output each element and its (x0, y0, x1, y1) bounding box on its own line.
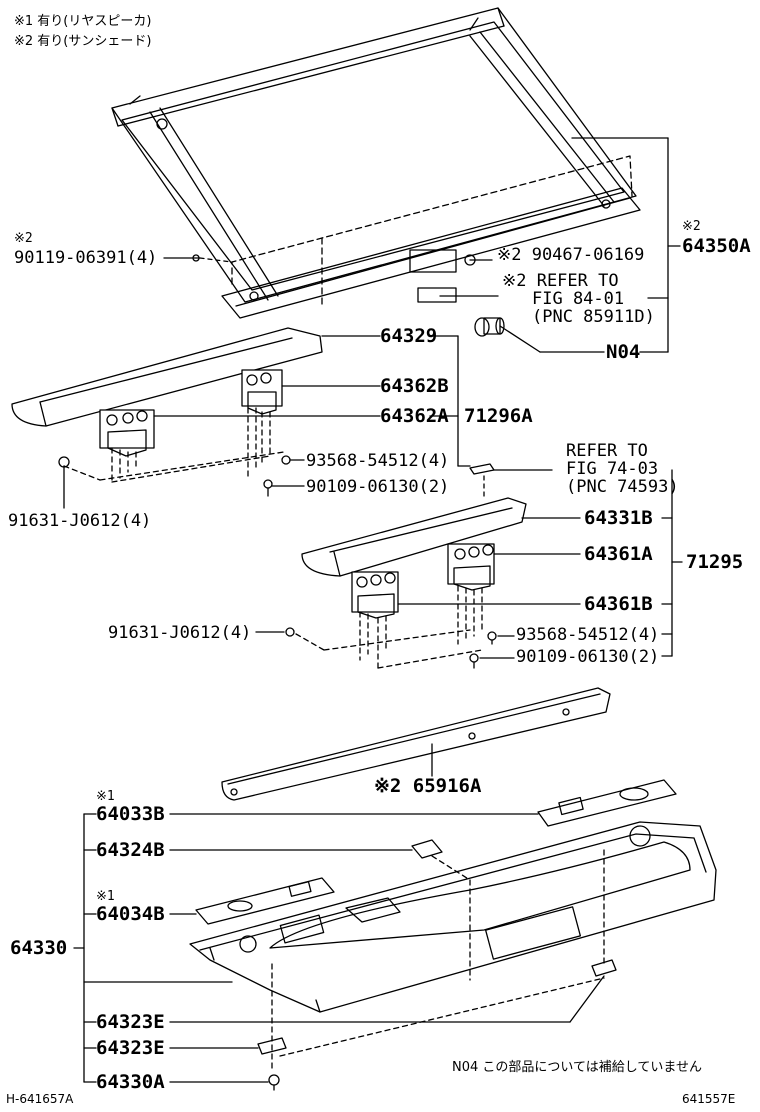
bracket-64362B (241, 369, 283, 415)
label-64033B: 64033B (96, 803, 165, 825)
sunshade-frame-assembly (111, 7, 641, 319)
label-90109-06130-upper: 90109-06130(2) (306, 477, 450, 497)
label-71295: 71295 (686, 551, 744, 573)
upper-rail-64329 (11, 327, 323, 427)
label-91631-J0612-upper: 91631-J0612(4) (8, 511, 152, 531)
label-refer2-line1: REFER TO (566, 441, 648, 461)
label-64350A: 64350A (682, 235, 751, 257)
label-90119-06391: 90119-06391(4) (14, 248, 158, 268)
label-64362A: 64362A (380, 405, 449, 427)
label-64362B: 64362B (380, 375, 449, 397)
n04-part (474, 317, 505, 337)
label-n04: N04 (606, 341, 641, 363)
note-sunshade: ※2 有り(サンシェード) (14, 34, 152, 49)
label-refer1-line2: FIG 84-01 (532, 289, 625, 309)
mark-90119: ※2 (14, 231, 33, 246)
label-64324B: 64324B (96, 839, 165, 861)
mark-64033B: ※1 (96, 789, 115, 804)
label-refer1-line3: (PNC 85911D) (532, 307, 655, 327)
bracket-64362A (99, 409, 155, 457)
label-64331B: 64331B (584, 507, 653, 529)
clip-64330A (268, 1074, 280, 1091)
label-90109-06130-lower: 90109-06130(2) (516, 647, 660, 667)
footer-left-code: H-641657A (6, 1092, 74, 1106)
bolt-90109 (263, 479, 273, 497)
tonneau-board-64330 (189, 821, 717, 1013)
rear-rail-64331B (301, 497, 527, 577)
mark-64350A: ※2 (682, 219, 701, 234)
label-64034B: 64034B (96, 903, 165, 925)
label-64361A: 64361A (584, 543, 653, 565)
label-93568-54512-lower: 93568-54512(4) (516, 625, 660, 645)
bolt-93568b (487, 631, 497, 645)
label-90467-06169: ※2 90467-06169 (497, 245, 645, 265)
label-91631-J0612-lower: 91631-J0612(4) (108, 623, 252, 643)
clip-91631b (285, 627, 295, 637)
trim-65916A (221, 687, 611, 801)
clip-64324B (411, 839, 443, 859)
speaker-plate-64034B (195, 877, 335, 925)
footer-n04-note: N04 この部品については補給していません (452, 1060, 702, 1075)
label-refer2-line2: FIG 74-03 (566, 459, 659, 479)
bracket-64361A (447, 543, 495, 591)
label-64323E-upper: 64323E (96, 1011, 165, 1033)
label-65916A: ※2 65916A (374, 775, 482, 797)
label-93568-54512-upper: 93568-54512(4) (306, 451, 450, 471)
bolt-93568 (281, 455, 305, 465)
label-64329: 64329 (380, 325, 438, 347)
label-64330: 64330 (10, 937, 68, 959)
label-64323E-lower: 64323E (96, 1037, 165, 1059)
label-refer1-line1: ※2 REFER TO (502, 271, 619, 291)
note-rear-speaker: ※1 有り(リヤスピーカ) (14, 14, 152, 29)
mark-64034B: ※1 (96, 889, 115, 904)
bolt-90109b (469, 653, 479, 669)
small-plate (469, 463, 495, 475)
label-refer2-line3: (PNC 74593) (566, 477, 679, 497)
label-64330A: 64330A (96, 1071, 165, 1093)
speaker-plate-64033B (537, 779, 677, 827)
clip-64323E (257, 959, 617, 1055)
label-71296A: 71296A (464, 405, 533, 427)
label-64361B: 64361B (584, 593, 653, 615)
bracket-64361B (351, 571, 399, 619)
footer-right-code: 641557E (682, 1092, 736, 1106)
